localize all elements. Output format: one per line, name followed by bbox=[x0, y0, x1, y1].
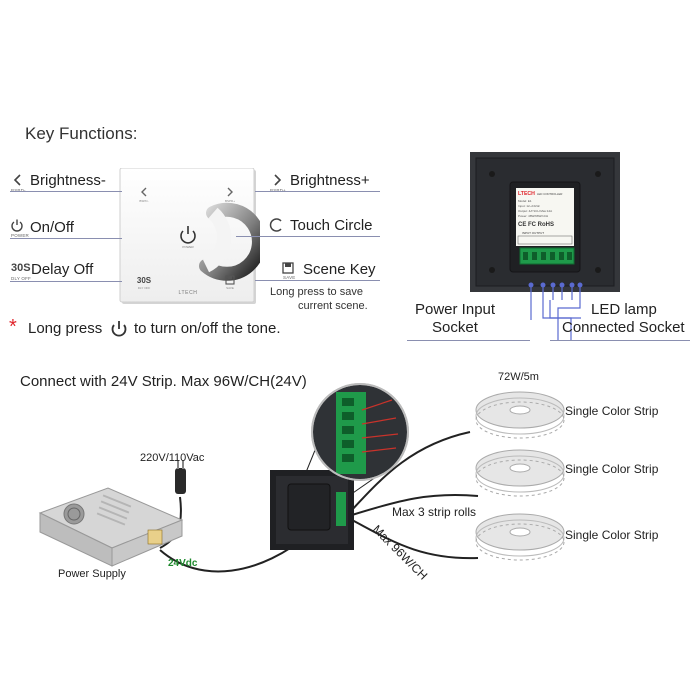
power-supply-unit bbox=[38, 487, 184, 567]
led-strip-roll-1 bbox=[475, 391, 565, 439]
scene-note-line1: Long press to save bbox=[270, 286, 363, 298]
power-input-leader bbox=[407, 340, 530, 341]
strip-label-2: Single Color Strip bbox=[565, 462, 659, 476]
panel-30s: 30S bbox=[137, 276, 152, 285]
brightness-minus-icon bbox=[13, 174, 21, 186]
wiring-diagram: 220V/110Vac Power Supply 24Vdc bbox=[38, 371, 659, 583]
brightness-minus-small: BSPD- bbox=[11, 188, 26, 193]
wire-strip-2 bbox=[351, 493, 479, 516]
ac-plug bbox=[175, 460, 186, 494]
touch-circle-label: Touch Circle bbox=[290, 217, 373, 234]
brightness-plus-leader bbox=[255, 191, 380, 192]
delay-off-small: DLY OFF bbox=[11, 276, 31, 281]
controller-box bbox=[270, 470, 354, 550]
back-label-line-0: LED CONTROLLER bbox=[537, 192, 562, 196]
panel-brand: LTECH bbox=[178, 290, 197, 296]
brightness-plus-small: BSPD+ bbox=[270, 188, 286, 193]
strip-power-label: 72W/5m bbox=[498, 371, 539, 383]
back-label-line-3: Output: 4A*1CH Max:12A bbox=[518, 209, 552, 213]
panel-chevron-right-icon bbox=[227, 187, 233, 197]
back-label-line-1: Model: E1 bbox=[518, 199, 532, 203]
scene-note-line2: current scene. bbox=[298, 300, 368, 312]
long-press-after: to turn on/off the tone. bbox=[134, 320, 281, 337]
scene-key-leader bbox=[255, 280, 380, 281]
led-strip-roll-3 bbox=[475, 513, 565, 561]
touch-ring bbox=[199, 202, 260, 281]
max-rolls-label: Max 3 strip rolls bbox=[392, 505, 476, 519]
delay-off-icon: 30S bbox=[11, 262, 31, 274]
power-input-line1: Power Input bbox=[415, 301, 496, 318]
panel-sub-bspd-plus: BSPD+ bbox=[225, 199, 235, 203]
brightness-plus-icon bbox=[274, 174, 282, 186]
back-marks: CE FC RoHS bbox=[518, 222, 554, 228]
panel-sub-bspd-minus: BSPD- bbox=[139, 199, 148, 203]
long-press-power-icon bbox=[111, 321, 127, 337]
brightness-minus-leader bbox=[10, 191, 122, 192]
on-off-label: On/Off bbox=[30, 219, 74, 236]
panel-power-icon bbox=[180, 230, 196, 244]
ac-input-label: 220V/110Vac bbox=[140, 452, 205, 464]
touch-ring-light bbox=[202, 207, 232, 273]
brightness-minus-label: Brightness- bbox=[30, 172, 106, 189]
power-icon bbox=[11, 219, 23, 232]
product-label bbox=[516, 188, 574, 246]
long-press-star: * bbox=[9, 316, 17, 338]
on-off-small: POWER bbox=[11, 233, 30, 238]
back-brand: LTECH bbox=[518, 191, 535, 197]
touch-circle-icon bbox=[269, 218, 282, 232]
long-press-before: Long press bbox=[28, 320, 103, 337]
delay-off-leader bbox=[10, 281, 122, 282]
back-terminal-header: INPUT OUTPUT bbox=[522, 231, 544, 235]
panel-sub-save: SAVE bbox=[226, 286, 234, 290]
panel-chevron-left-icon bbox=[141, 187, 147, 197]
led-lamp-leader bbox=[550, 340, 690, 341]
brightness-plus-label: Brightness+ bbox=[290, 172, 370, 189]
delay-off-label: Delay Off bbox=[31, 261, 94, 278]
led-lamp-line2: Connected Socket bbox=[562, 319, 685, 336]
power-input-line2: Socket bbox=[432, 319, 478, 336]
dc-output-label: 24Vdc bbox=[168, 558, 198, 569]
panel-power-sub: POWER bbox=[182, 245, 194, 249]
strip-label-3: Single Color Strip bbox=[565, 528, 659, 542]
terminal-zoom bbox=[311, 383, 409, 481]
save-icon bbox=[282, 262, 294, 274]
scene-key-small: SAVE bbox=[283, 275, 296, 280]
wire-strip-3 bbox=[351, 519, 479, 560]
strip-label-1: Single Color Strip bbox=[565, 404, 659, 418]
led-lamp-line1: LED lamp bbox=[591, 301, 657, 318]
screw-hole bbox=[489, 171, 495, 177]
controller-back-view: LTECH LED CONTROLLER Model: E1 Input: 12… bbox=[470, 152, 620, 292]
wire-strip-1 bbox=[349, 431, 471, 513]
page-title: Key Functions: bbox=[25, 124, 138, 143]
panel-front-view: POWER BSPD- BSPD+ 30S DLY OFF SAVE LTECH bbox=[119, 168, 260, 304]
led-strip-roll-2 bbox=[475, 449, 565, 497]
back-label-line-4: Power: 48W/96W/1CH bbox=[518, 214, 548, 218]
back-view-leaders bbox=[528, 282, 583, 340]
wiring-title: Connect with 24V Strip. Max 96W/CH(24V) bbox=[20, 373, 307, 390]
scene-key-label: Scene Key bbox=[303, 261, 376, 278]
on-off-leader bbox=[10, 238, 122, 239]
panel-sub-dly: DLY OFF bbox=[138, 286, 151, 290]
back-label-line-2: Input: 12~24Vdc bbox=[518, 204, 540, 208]
touch-circle-leader bbox=[236, 236, 380, 237]
power-supply-label: Power Supply bbox=[58, 568, 126, 580]
